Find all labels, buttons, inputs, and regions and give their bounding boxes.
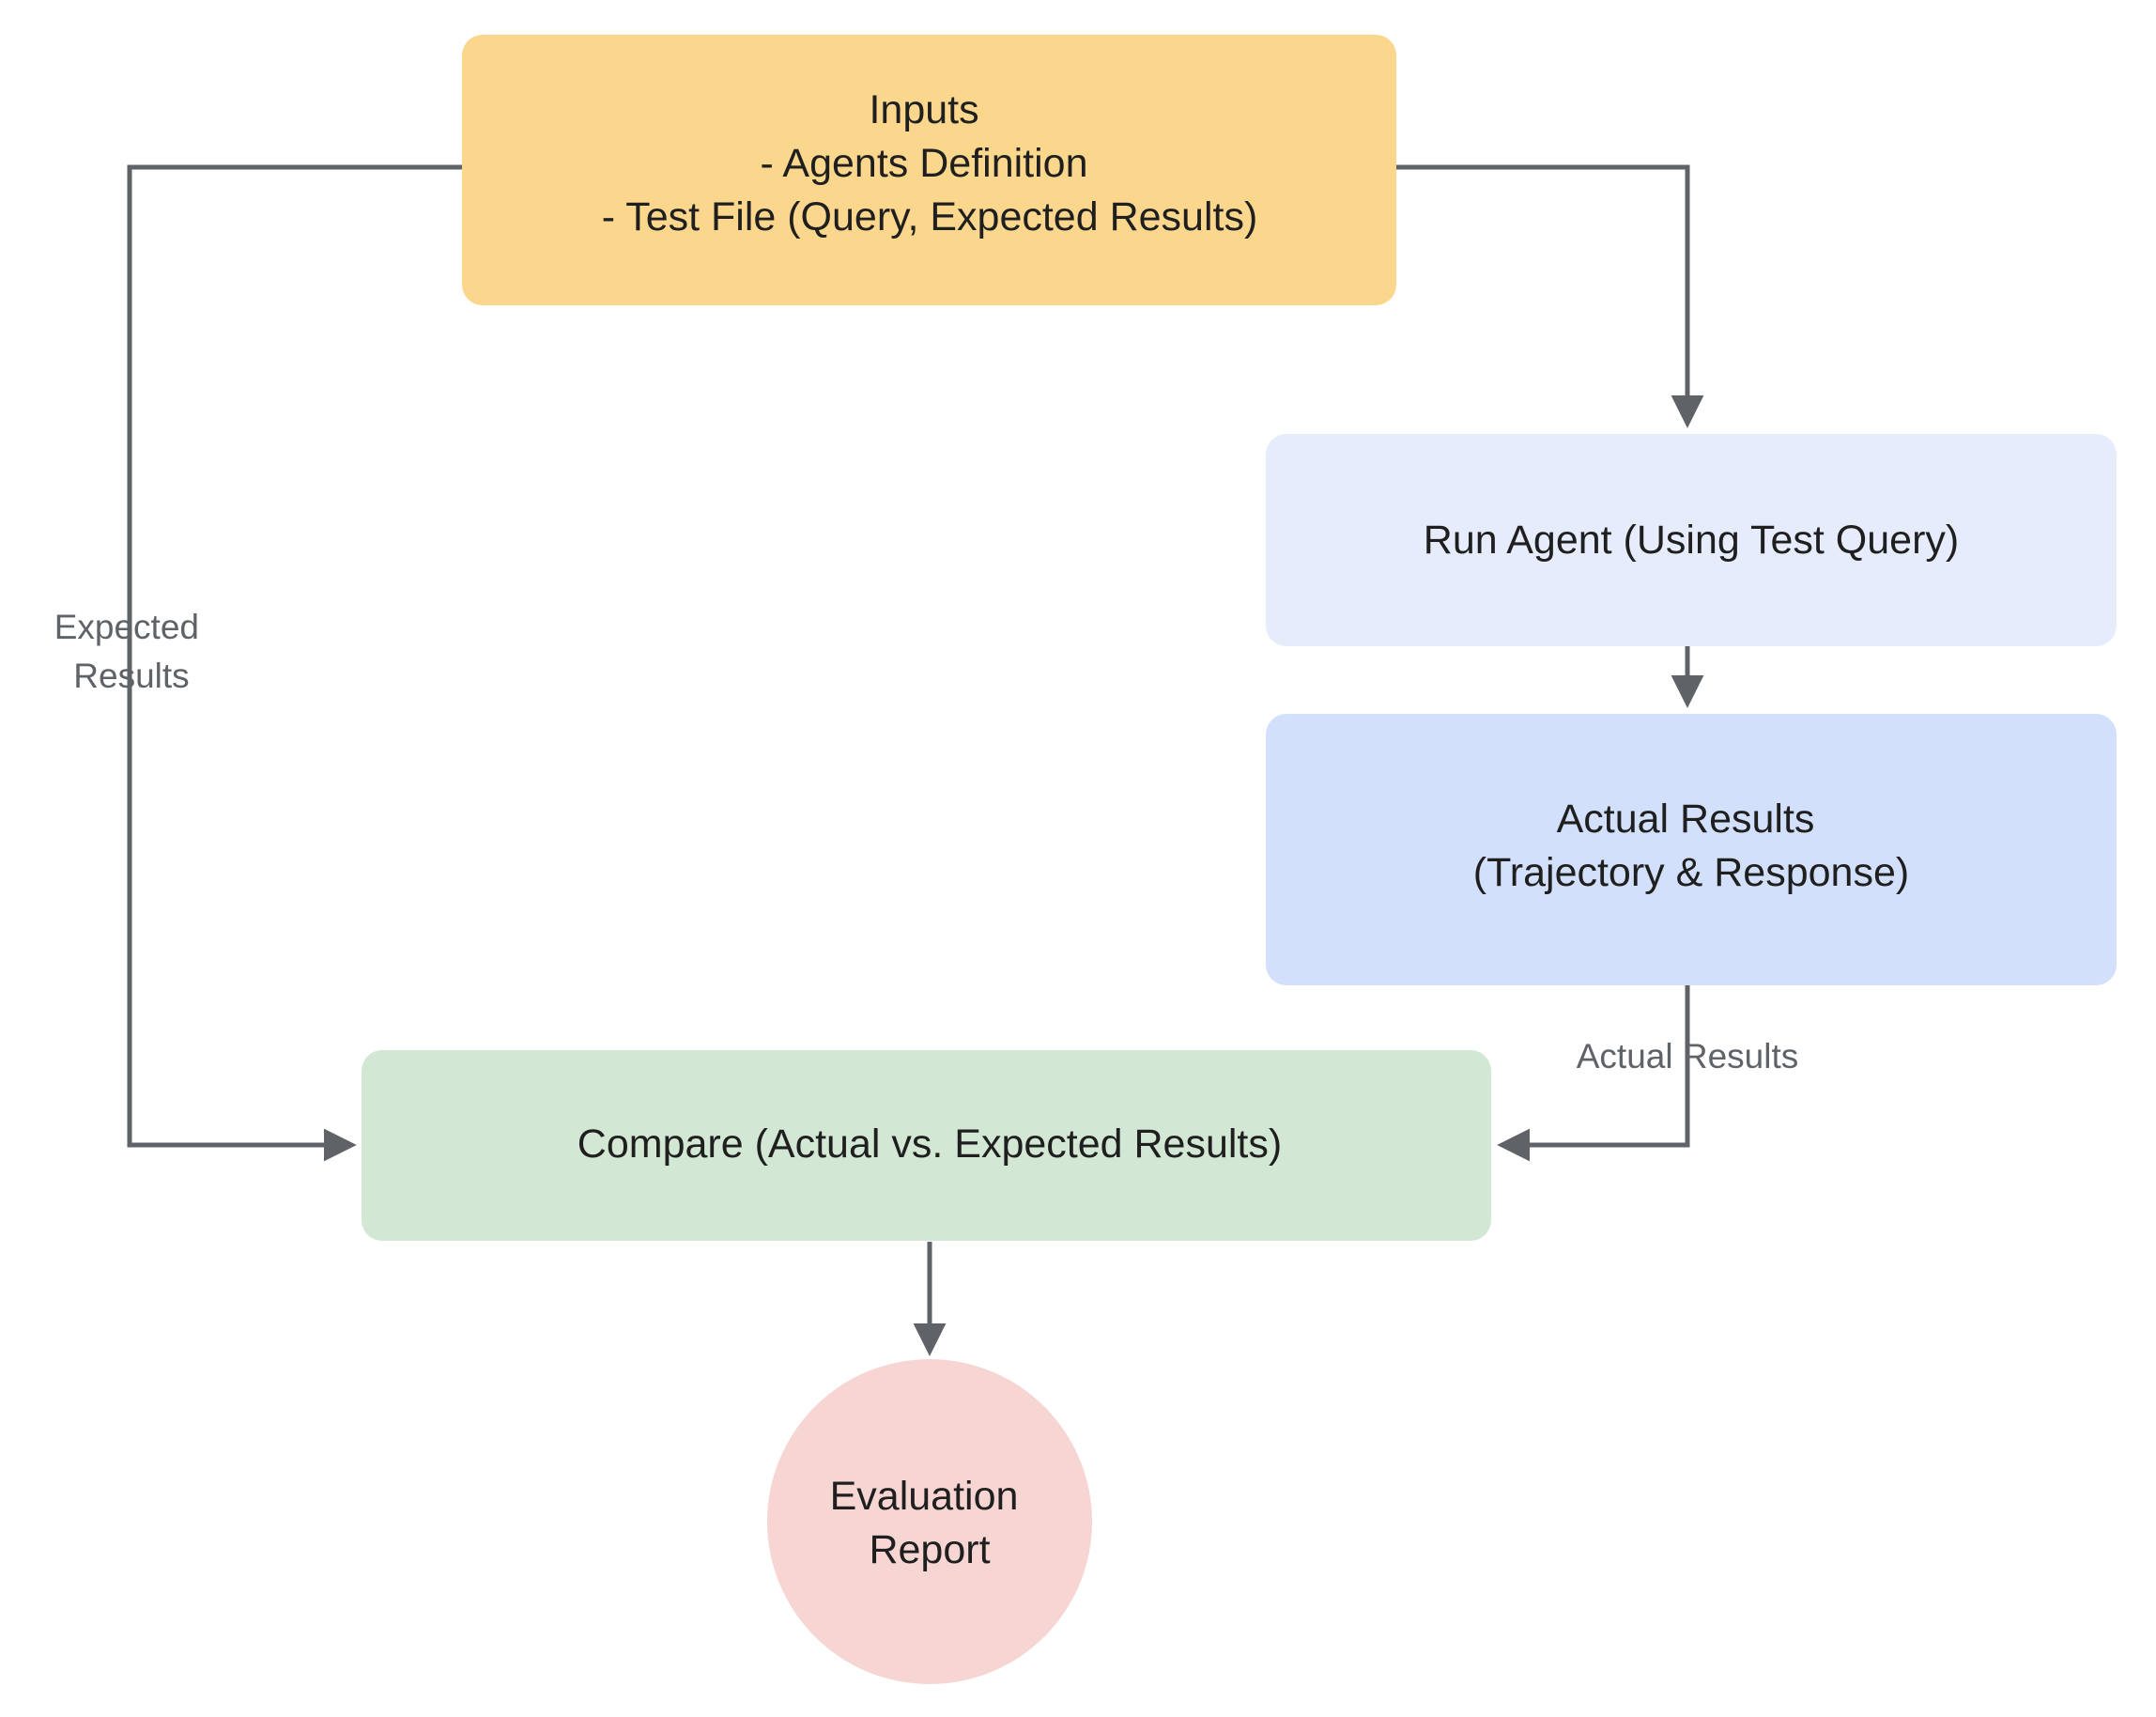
edge-inputs-to-compare: Expected Results: [54, 164, 462, 1162]
edge-label-line: Expected: [54, 608, 199, 646]
node-evaluation-report[interactable]: Evaluation Report: [767, 1359, 1092, 1684]
edge-label-expected-results: Expected Results: [54, 608, 209, 695]
node-compare[interactable]: Compare (Actual vs. Expected Results): [362, 1050, 1491, 1241]
node-compare-shape[interactable]: [362, 1050, 1491, 1241]
edge-path-inputs-to-compare: [127, 164, 462, 1162]
node-inputs-label: Inputs - Agents Definition - Test File (…: [602, 87, 1258, 240]
node-run-agent-shape[interactable]: [1266, 434, 2117, 646]
node-run-agent[interactable]: Run Agent (Using Test Query): [1266, 434, 2117, 646]
node-evaluation-report-shape[interactable]: [767, 1359, 1092, 1684]
node-actual-results[interactable]: Actual Results (Trajectory & Response): [1266, 714, 2117, 985]
node-label-line: (Trajectory & Response): [1473, 850, 1909, 895]
edge-actual-results-to-compare: Actual Results: [1497, 985, 1799, 1162]
node-label-line: Inputs: [869, 87, 978, 132]
node-label-line: Run Agent (Using Test Query): [1424, 518, 1959, 563]
edge-path-actual-results-to-compare: [1497, 985, 1690, 1162]
node-label-line: Compare (Actual vs. Expected Results): [578, 1121, 1282, 1167]
edge-label-line: Actual Results: [1577, 1037, 1799, 1075]
edge-label-actual-results: Actual Results: [1577, 1037, 1799, 1075]
node-label-line: Report: [869, 1527, 990, 1572]
node-inputs-shape[interactable]: [462, 35, 1396, 305]
edge-path-inputs-to-run-agent: [1396, 164, 1704, 428]
edge-inputs-to-run-agent: [1396, 164, 1704, 428]
node-evaluation-report-label: Evaluation Report: [830, 1474, 1030, 1572]
node-label-line: Actual Results: [1557, 797, 1815, 842]
node-actual-results-shape[interactable]: [1266, 714, 2117, 985]
edge-label-line: Results: [73, 657, 189, 695]
node-actual-results-label: Actual Results (Trajectory & Response): [1473, 797, 1909, 895]
node-run-agent-label: Run Agent (Using Test Query): [1424, 518, 1959, 563]
node-label-line: - Agents Definition: [761, 141, 1088, 186]
node-compare-label: Compare (Actual vs. Expected Results): [578, 1121, 1282, 1167]
node-label-line: - Test File (Query, Expected Results): [602, 194, 1258, 240]
node-inputs[interactable]: Inputs - Agents Definition - Test File (…: [462, 35, 1396, 305]
node-label-line: Evaluation: [830, 1474, 1019, 1519]
